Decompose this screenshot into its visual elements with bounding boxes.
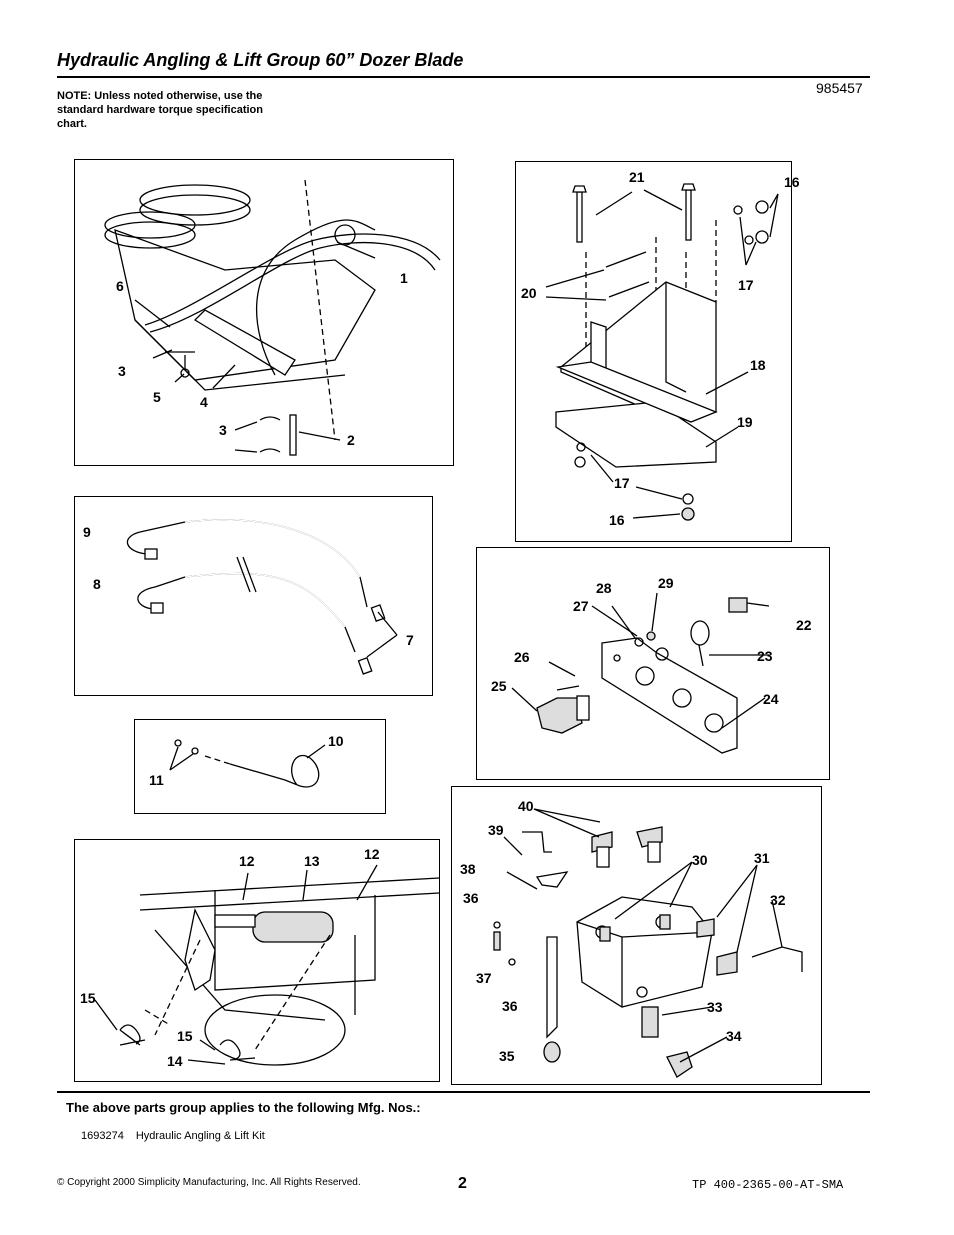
callout-19: 19 xyxy=(737,414,753,430)
callout-16: 16 xyxy=(784,174,800,190)
applies-heading: The above parts group applies to the fol… xyxy=(66,1100,421,1115)
callout-26: 26 xyxy=(514,649,530,665)
callout-10: 10 xyxy=(328,733,344,749)
callout-30: 30 xyxy=(692,852,708,868)
callout-39: 39 xyxy=(488,822,504,838)
callout-17b: 17 xyxy=(614,475,630,491)
lift-assembly-drawing xyxy=(104,179,441,456)
valve-plate-diagram: 28 29 27 22 26 23 25 24 xyxy=(476,547,830,780)
callout-6: 6 xyxy=(116,278,124,294)
callout-16b: 16 xyxy=(609,512,625,528)
callout-40: 40 xyxy=(518,798,534,814)
callout-33: 33 xyxy=(707,999,723,1015)
callout-15b: 15 xyxy=(177,1028,193,1044)
callout-12b: 12 xyxy=(364,846,380,862)
lift-assembly-diagram: 1 6 3 5 4 3 2 xyxy=(74,159,454,466)
tp-number: TP 400-2365-00-AT-SMA xyxy=(692,1178,844,1192)
hoses-drawing xyxy=(126,519,398,675)
control-valve-diagram: 40 39 38 30 31 36 32 37 36 33 34 35 xyxy=(451,786,822,1085)
callout-37: 37 xyxy=(476,970,492,986)
callout-35: 35 xyxy=(499,1048,515,1064)
callout-11: 11 xyxy=(149,772,164,788)
callout-34: 34 xyxy=(726,1028,742,1044)
callout-12: 12 xyxy=(239,853,255,869)
callout-3b: 3 xyxy=(219,422,227,438)
callout-9: 9 xyxy=(83,524,91,540)
callout-14: 14 xyxy=(167,1053,183,1069)
torque-note: NOTE: Unless noted otherwise, use the st… xyxy=(57,90,263,130)
callout-38: 38 xyxy=(460,861,476,877)
hoses-diagram: 9 8 7 xyxy=(74,496,433,696)
callout-25: 25 xyxy=(491,678,507,694)
callout-28: 28 xyxy=(596,580,612,596)
callout-1: 1 xyxy=(400,270,408,286)
callout-2: 2 xyxy=(347,432,355,448)
kit-line: 1693274 Hydraulic Angling & Lift Kit xyxy=(81,1130,277,1142)
callout-15: 15 xyxy=(80,990,96,1006)
copyright-text: © Copyright 2000 Simplicity Manufacturin… xyxy=(57,1177,361,1188)
callout-20: 20 xyxy=(521,285,537,301)
footer-rule xyxy=(57,1091,870,1093)
valve-plate-drawing xyxy=(511,592,770,754)
bracket-drawing xyxy=(545,183,779,521)
callout-32: 32 xyxy=(770,892,786,908)
spring-pin-diagram: 10 11 xyxy=(134,719,386,814)
header-rule xyxy=(57,76,870,78)
callout-29: 29 xyxy=(658,575,674,591)
callout-5: 5 xyxy=(153,389,161,405)
control-valve-drawing xyxy=(493,808,803,1078)
callout-23: 23 xyxy=(757,648,773,664)
page-number: 2 xyxy=(458,1175,467,1192)
cylinder-mount-diagram: 12 13 12 15 15 14 xyxy=(74,839,440,1082)
cylinder-mount-drawing xyxy=(94,864,439,1066)
callout-31: 31 xyxy=(754,850,770,866)
callout-21: 21 xyxy=(629,169,645,185)
callout-3: 3 xyxy=(118,363,126,379)
kit-name: Hydraulic Angling & Lift Kit xyxy=(135,1130,265,1142)
callout-8: 8 xyxy=(93,576,101,592)
callout-24: 24 xyxy=(763,691,779,707)
callout-18: 18 xyxy=(750,357,766,373)
callout-36: 36 xyxy=(463,890,479,906)
spring-pin-drawing xyxy=(169,739,326,788)
callout-4: 4 xyxy=(200,394,208,410)
document-number: 985457 xyxy=(816,80,863,96)
bracket-diagram: 21 16 20 17 18 19 17 16 xyxy=(515,161,800,542)
callout-13: 13 xyxy=(304,853,320,869)
callout-7: 7 xyxy=(406,632,414,648)
callout-22: 22 xyxy=(796,617,812,633)
callout-17: 17 xyxy=(738,277,754,293)
callout-36b: 36 xyxy=(502,998,518,1014)
page-title: Hydraulic Angling & Lift Group 60” Dozer… xyxy=(57,50,464,70)
callout-27: 27 xyxy=(573,598,589,614)
kit-number: 1693274 xyxy=(81,1130,124,1142)
